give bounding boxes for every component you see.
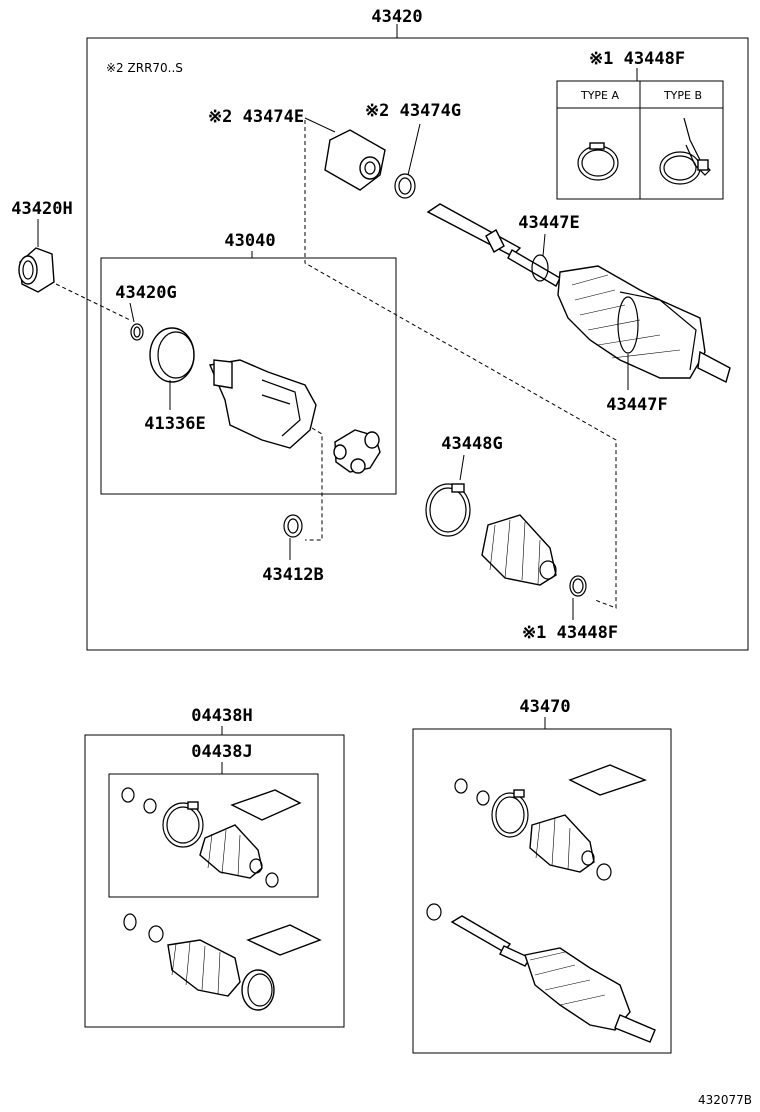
clamp-type-a-icon (577, 142, 619, 181)
label-43447E[interactable]: 43447E (518, 213, 579, 233)
label-43474G[interactable]: ※2 43474G (365, 101, 461, 121)
clamp-43447E-icon (531, 254, 549, 282)
label-43040[interactable]: 43040 (224, 231, 275, 251)
type-a-label: TYPE A (580, 89, 620, 102)
figure-id: 432077B (698, 1093, 752, 1107)
kit-h-parts-icon (123, 913, 322, 1011)
label-43474E[interactable]: ※2 43474E (208, 107, 304, 127)
kit-04438H-frame (84, 734, 345, 1028)
damper-43474E-icon (324, 129, 386, 191)
clamp-type-b-icon (659, 117, 711, 185)
type-b-label: TYPE B (663, 89, 702, 102)
clamp-43448F-icon (569, 575, 587, 597)
band-43448G-icon (425, 483, 471, 537)
label-43448F[interactable]: ※1 43448F (522, 623, 618, 643)
clamp-43447F-icon (617, 296, 639, 354)
label-41336E[interactable]: 41336E (144, 414, 205, 434)
bearing-43420H-icon (18, 247, 55, 293)
label-43420[interactable]: 43420 (371, 7, 422, 27)
label-43448F-type[interactable]: ※1 43448F (589, 49, 685, 69)
assembly-frame (86, 37, 749, 651)
ring-41336E-icon (149, 327, 195, 383)
label-43447F[interactable]: 43447F (606, 395, 667, 415)
note-zrr70: ※2 ZRR70..S (106, 61, 183, 75)
label-04438J[interactable]: 04438J (191, 742, 252, 762)
kit-43470-parts-icon (426, 764, 656, 1043)
clip-43474G-icon (394, 173, 416, 199)
kit-04438J-frame (108, 773, 319, 898)
label-43420H[interactable]: 43420H (11, 199, 72, 219)
label-43448G[interactable]: 43448G (441, 434, 502, 454)
drive-shaft-icon (426, 203, 731, 384)
label-43420G[interactable]: 43420G (115, 283, 176, 303)
tripod-icon (333, 429, 381, 474)
snap-ring-43412B-icon (283, 514, 303, 538)
boot-icon (481, 514, 557, 586)
kit-j-parts-icon (121, 787, 302, 888)
label-43412B[interactable]: 43412B (262, 565, 323, 585)
snap-ring-43420G-icon (130, 323, 144, 341)
kit-43470-frame (412, 728, 672, 1054)
outer-race-icon (209, 359, 317, 449)
label-43470[interactable]: 43470 (519, 697, 570, 717)
label-04438H[interactable]: 04438H (191, 706, 252, 726)
joint-43040-frame (100, 257, 397, 495)
